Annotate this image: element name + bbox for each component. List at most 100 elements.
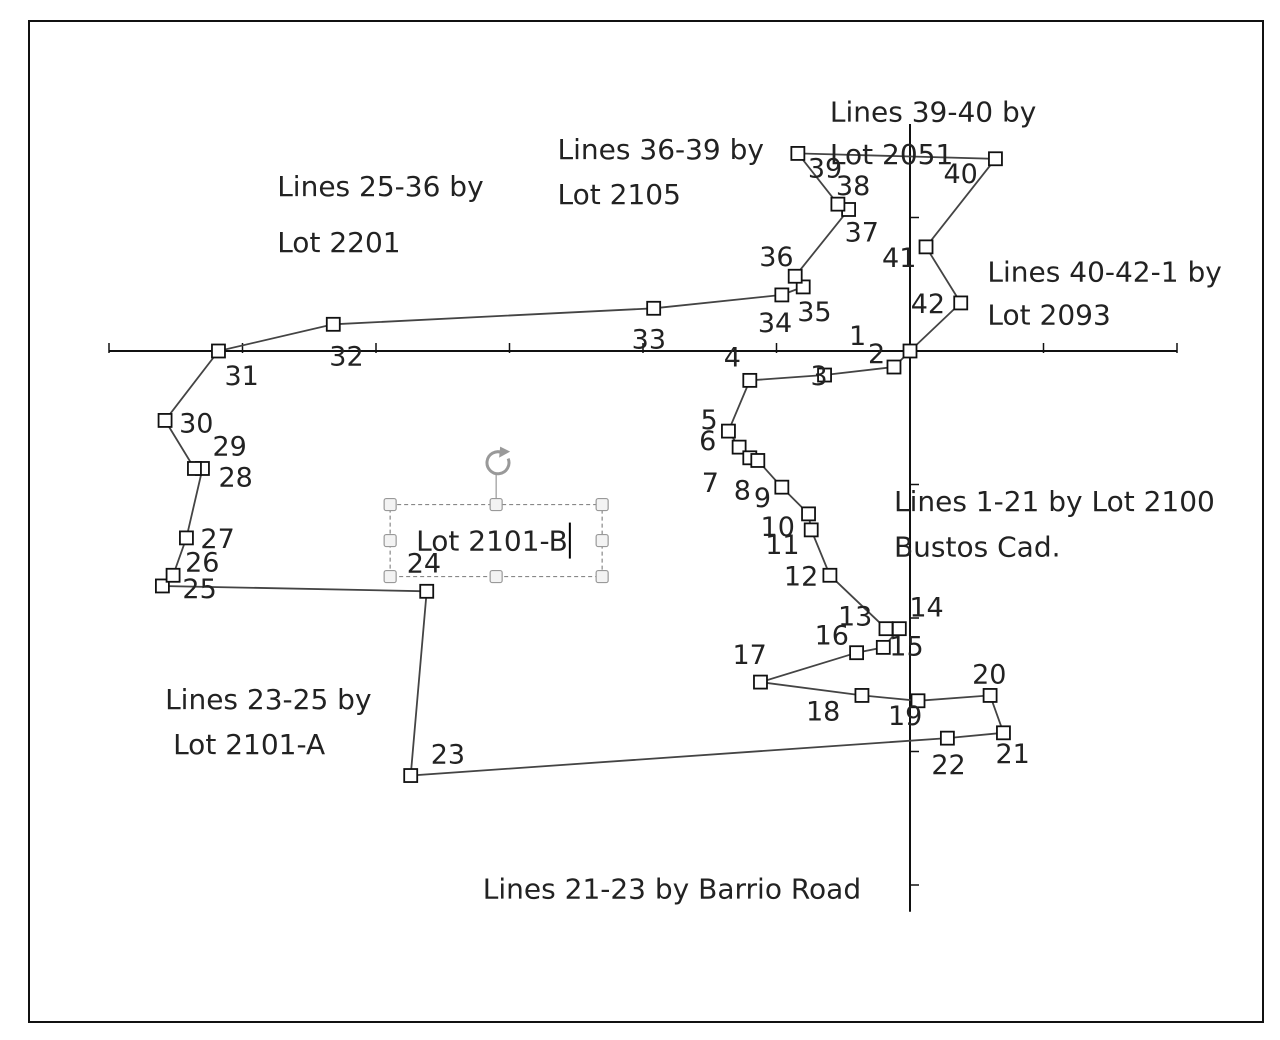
point-marker-12	[822, 567, 838, 583]
point-marker-31	[211, 343, 226, 359]
point-marker-3	[817, 367, 832, 383]
point-label-3: 3	[811, 361, 828, 392]
resize-handle-6[interactable]	[489, 569, 503, 584]
point-label-1: 1	[849, 321, 866, 352]
resize-handle-4[interactable]	[595, 533, 609, 548]
annotation-11: Lot 2101-A	[173, 728, 325, 761]
point-label-14: 14	[909, 593, 943, 624]
annotation-5: Lot 2201	[277, 226, 400, 259]
annotation-6: Lines 40-42-1 by	[987, 256, 1221, 289]
point-marker-39	[790, 146, 806, 161]
point-marker-25	[154, 578, 170, 594]
point-marker-19	[910, 693, 926, 709]
annotation-9: Bustos Cad.	[894, 531, 1061, 564]
point-marker-22	[939, 730, 955, 746]
point-label-40: 40	[943, 159, 977, 190]
point-marker-20	[982, 688, 998, 703]
resize-handle-7[interactable]	[595, 569, 609, 584]
annotations: Lines 39-40 by Lot 2051 Lines 36-39 by Lot …	[165, 95, 1222, 905]
point-marker-38	[830, 196, 846, 212]
point-label-30: 30	[179, 408, 213, 439]
point-marker-32	[325, 316, 341, 332]
point-label-42: 42	[911, 289, 945, 320]
point-marker-5	[721, 423, 736, 439]
point-label-29: 29	[212, 431, 246, 462]
point-label-35: 35	[797, 297, 831, 328]
point-label-27: 27	[200, 524, 234, 555]
textbox-label[interactable]: Lot 2101-B	[416, 525, 568, 558]
point-marker-26	[165, 567, 181, 583]
point-label-17: 17	[732, 640, 766, 671]
point-label-37: 37	[845, 217, 879, 248]
rotate-icon[interactable]	[485, 446, 511, 476]
point-label-34: 34	[758, 308, 792, 339]
point-marker-30	[157, 413, 173, 428]
point-marker-42	[953, 295, 969, 311]
point-marker-10	[801, 506, 816, 522]
point-marker-1	[886, 359, 902, 375]
resize-handle-2[interactable]	[595, 497, 609, 512]
annotation-8: Lines 1-21 by Lot 2100	[894, 485, 1215, 518]
point-label-7: 7	[702, 468, 719, 499]
selected-textbox[interactable]: Lot 2101-B	[383, 446, 609, 584]
annotation-7: Lot 2093	[987, 298, 1110, 331]
point-marker-41	[918, 239, 934, 255]
point-marker-15	[875, 639, 891, 655]
plot-frame	[28, 20, 1264, 1023]
point-label-9: 9	[754, 483, 771, 514]
point-label-16: 16	[815, 621, 849, 652]
annotation-1: Lot 2051	[830, 138, 953, 171]
point-marker-21	[996, 725, 1011, 741]
point-label-20: 20	[972, 659, 1006, 690]
point-marker-35	[795, 279, 811, 295]
point-label-21: 21	[995, 739, 1029, 770]
point-markers	[154, 146, 1011, 783]
point-marker-8	[750, 453, 766, 468]
point-label-13: 13	[838, 602, 872, 633]
point-marker-33	[646, 300, 662, 316]
point-label-31: 31	[224, 361, 258, 392]
resize-handle-0[interactable]	[383, 497, 397, 512]
resize-handle-5[interactable]	[383, 569, 397, 584]
point-label-5: 5	[700, 405, 717, 436]
annotation-12: Lines 21-23 by Barrio Road	[483, 872, 861, 905]
resize-handle-1[interactable]	[489, 497, 503, 512]
point-label-26: 26	[185, 547, 219, 578]
point-label-22: 22	[931, 750, 965, 781]
point-marker-18	[854, 688, 870, 703]
point-marker-11	[803, 522, 819, 538]
resize-handle-3[interactable]	[383, 533, 397, 548]
point-label-33: 33	[632, 324, 666, 355]
point-marker-23	[403, 768, 419, 783]
point-marker-9	[774, 479, 790, 495]
point-label-15: 15	[889, 631, 923, 662]
point-marker-40	[988, 151, 1003, 167]
point-label-25: 25	[182, 574, 216, 605]
point-label-19: 19	[888, 701, 922, 732]
point-marker-4	[742, 372, 758, 388]
point-label-38: 38	[836, 171, 870, 202]
point-label-2: 2	[868, 339, 885, 370]
point-marker-16	[849, 645, 864, 661]
point-label-10: 10	[761, 512, 795, 543]
point-label-11: 11	[765, 530, 799, 561]
point-label-41: 41	[882, 243, 916, 274]
annotation-2: Lines 36-39 by	[558, 133, 764, 166]
point-label-4: 4	[724, 342, 741, 373]
point-label-24: 24	[407, 548, 441, 579]
annotation-10: Lines 23-25 by	[165, 683, 371, 716]
annotation-0: Lines 39-40 by	[830, 95, 1036, 128]
point-marker-6	[731, 439, 747, 455]
point-marker-14	[891, 621, 907, 637]
annotation-4: Lines 25-36 by	[277, 170, 483, 203]
point-label-18: 18	[806, 696, 840, 727]
point-label-12: 12	[784, 561, 818, 592]
point-marker-27	[179, 530, 194, 546]
point-label-28: 28	[218, 462, 252, 493]
point-marker-34	[774, 287, 790, 303]
point-marker-2	[902, 343, 918, 359]
point-label-8: 8	[734, 475, 751, 506]
